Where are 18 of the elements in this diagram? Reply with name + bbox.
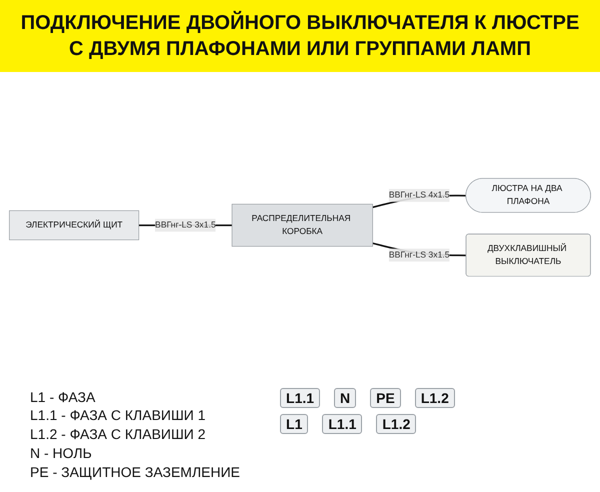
node-box: РАСПРЕДЕЛИТЕЛЬНАЯ КОРОБКА xyxy=(232,204,373,248)
terminal-label: L1.2 xyxy=(376,414,416,434)
key-text: L1 - ФАЗА xyxy=(30,388,96,406)
key-text: L1.2 - ФАЗА С КЛАВИШИ 2 xyxy=(30,425,207,444)
key-text: N - НОЛЬ xyxy=(30,444,93,464)
key-text: L1.1 - ФАЗА С КЛАВИШИ 1 xyxy=(30,406,207,426)
title-banner: ПОДКЛЮЧЕНИЕ ДВОЙНОГО ВЫКЛЮЧАТЕЛЯ К ЛЮСТРЕ С ДВУМЯ ПЛАФОНАМИ ИЛИ ГРУППАМИ ЛАМП xyxy=(0,0,600,72)
key-text: PE - ЗАЩИТНОЕ ЗАЗЕМЛЕНИЕ xyxy=(30,463,240,482)
terminal-label: L1.2 xyxy=(414,388,455,408)
terminal-label: L1.1 xyxy=(322,414,362,434)
edge-label: ВВГнг-LS 3x1.5 xyxy=(155,220,216,230)
terminal-label: L1.1 xyxy=(280,388,320,408)
edge-label: ВВГнг-LS 4x1.5 xyxy=(388,190,450,200)
node-box: ЭЛЕКТРИЧЕСКИЙ ЩИТ xyxy=(9,210,140,241)
terminal-label: L1 xyxy=(280,414,308,434)
terminal-label: PE xyxy=(370,388,401,408)
terminal-label: N xyxy=(334,388,356,408)
edge-label: ВВГнг-LS 3x1.5 xyxy=(388,250,450,260)
